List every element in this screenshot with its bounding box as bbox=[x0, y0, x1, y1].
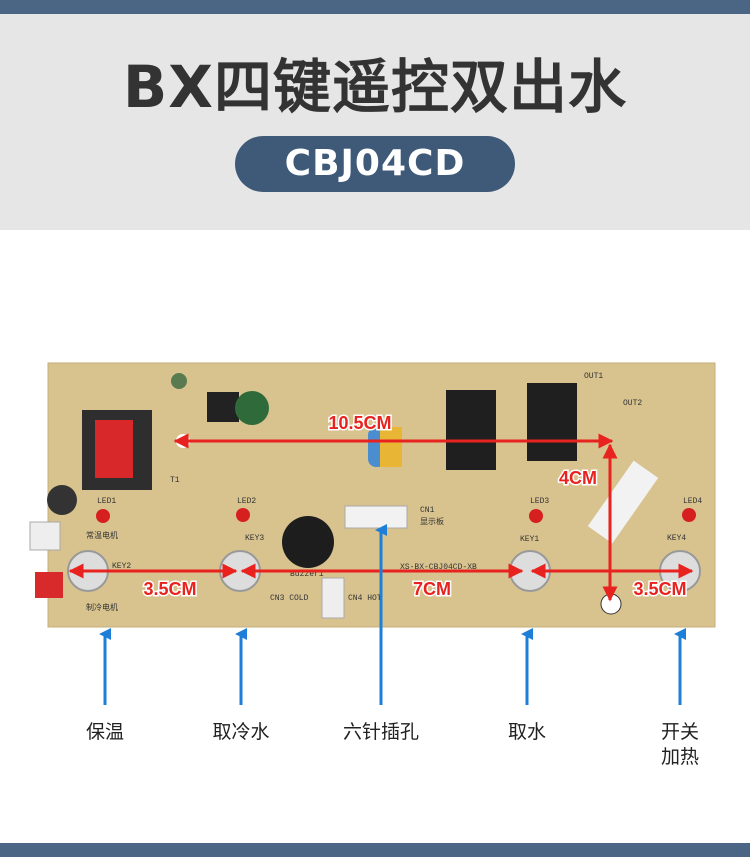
label-water: 取水 bbox=[507, 721, 546, 743]
silk-motor2: 制冷电机 bbox=[86, 602, 118, 613]
silk-led1: LED1 bbox=[97, 497, 116, 506]
silk-motor1: 常温电机 bbox=[86, 530, 118, 541]
measure-top-span: 10.5CM bbox=[328, 413, 391, 433]
capacitor bbox=[47, 485, 77, 515]
label-switch-line2: 加热 bbox=[660, 746, 699, 768]
bottom-bar bbox=[0, 843, 750, 857]
ic-chip bbox=[207, 392, 239, 422]
connector-cn4 bbox=[321, 577, 345, 619]
measure-vertical: 4CM bbox=[559, 468, 597, 488]
silk-led4: LED4 bbox=[683, 497, 702, 506]
label-switch-line1: 开关 bbox=[660, 721, 699, 743]
silk-t1: T1 bbox=[170, 476, 180, 485]
capacitor bbox=[235, 391, 269, 425]
connector-cn1 bbox=[344, 505, 408, 529]
connector bbox=[29, 521, 61, 551]
label-cold-water: 取冷水 bbox=[212, 721, 270, 743]
silk-led3: LED3 bbox=[530, 497, 549, 506]
connector bbox=[35, 572, 63, 598]
silk-out2: OUT2 bbox=[623, 399, 642, 408]
label-switch: 开关加热 bbox=[620, 720, 740, 770]
top-bar bbox=[0, 0, 750, 14]
label-keep-warm: 保温 bbox=[85, 721, 124, 743]
silk-cn3: CN3 COLD bbox=[270, 594, 309, 603]
relay bbox=[446, 390, 496, 470]
measure-middle-keys: 7CM bbox=[413, 579, 451, 599]
silk-out1: OUT1 bbox=[584, 372, 603, 381]
silk-cn4: CN4 HOT bbox=[348, 594, 382, 603]
silk-led2: LED2 bbox=[237, 497, 256, 506]
silk-key1: KEY1 bbox=[520, 535, 539, 544]
silk-cn1: CN1 bbox=[420, 506, 435, 515]
yellow-capacitor bbox=[380, 427, 402, 467]
header bbox=[0, 14, 750, 230]
measure-left-keys: 3.5CM bbox=[143, 579, 196, 599]
transformer bbox=[82, 410, 152, 490]
buzzer bbox=[282, 516, 334, 568]
leds bbox=[96, 508, 696, 523]
measure-right-keys: 3.5CM bbox=[633, 579, 686, 599]
label-six-pin: 六针插孔 bbox=[342, 721, 419, 743]
model-badge: CBJ04CD bbox=[235, 136, 515, 192]
relay bbox=[527, 383, 577, 461]
silk-key3: KEY3 bbox=[245, 534, 264, 543]
silk-display: 显示板 bbox=[420, 516, 444, 527]
capacitor bbox=[171, 373, 187, 389]
silk-key4: KEY4 bbox=[667, 534, 686, 543]
page-title: BX四键遥控双出水 bbox=[123, 53, 627, 121]
